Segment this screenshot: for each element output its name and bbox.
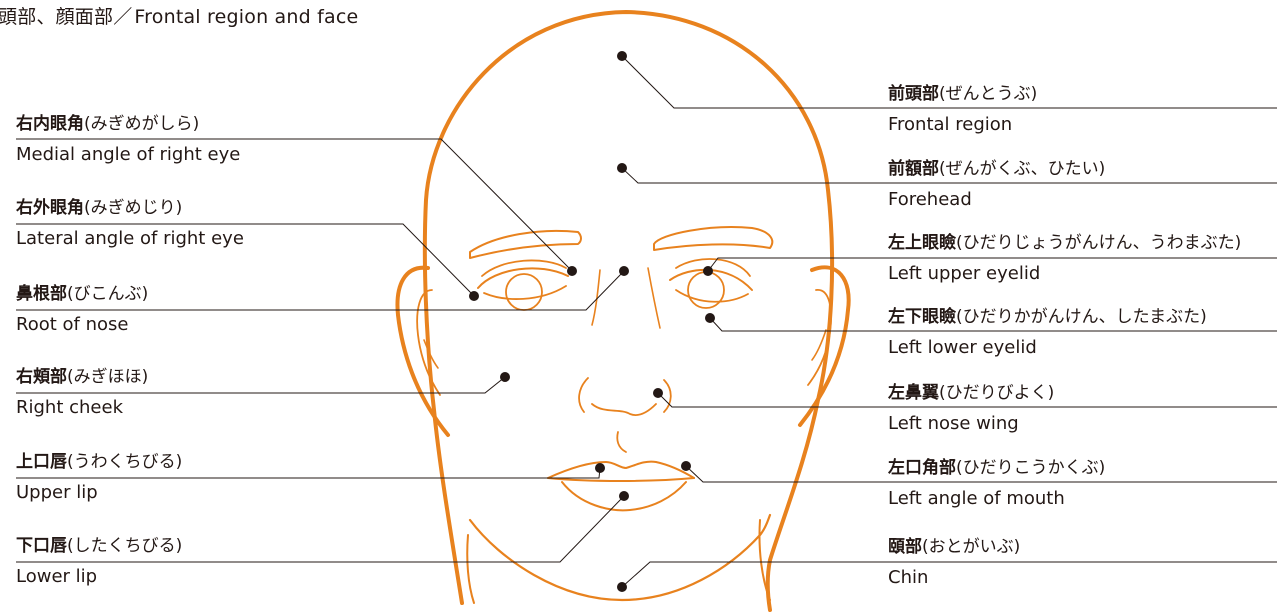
english: Root of nose — [16, 316, 148, 334]
label-forehead: 前額部(ぜんがくぶ、ひたい) Forehead — [888, 161, 1105, 209]
kanji: 右外眼角 — [16, 198, 84, 218]
nose-base — [592, 404, 656, 415]
nose-left-wing — [579, 378, 588, 412]
kana: (ぜんとうぶ) — [939, 84, 1037, 104]
label-left-lower-eyelid: 左下眼瞼(ひだりかがんけん、したまぶた) Left lower eyelid — [888, 309, 1207, 357]
label-right-cheek: 右頬部(みぎほほ) Right cheek — [16, 369, 148, 417]
label-nasal-root: 鼻根部(びこんぶ) Root of nose — [16, 286, 148, 334]
kanji: 右頬部 — [16, 367, 67, 387]
english: Left angle of mouth — [888, 490, 1105, 508]
kanji: 鼻根部 — [16, 284, 67, 304]
kana: (ひだりこうかくぶ) — [956, 458, 1105, 478]
left-eye-lower — [676, 290, 748, 302]
left-ear-outline — [800, 267, 849, 425]
point-left-nose-wing — [653, 388, 663, 398]
english: Frontal region — [888, 116, 1037, 134]
point-forehead — [617, 163, 627, 173]
label-upper-lip: 上口唇(うわくちびる) Upper lip — [16, 454, 182, 502]
label-right-medial-canthus: 右内眼角(みぎめがしら) Medial angle of right eye — [16, 116, 240, 164]
kanji: 下口唇 — [16, 536, 67, 556]
kana: (したくちびる) — [67, 536, 182, 556]
kana: (おとがいぶ) — [922, 537, 1020, 557]
kanji: 左鼻翼 — [888, 383, 939, 403]
nose-right-wing — [664, 380, 671, 412]
point-right-lateral-canthus — [469, 291, 479, 301]
point-lower-lip — [619, 491, 629, 501]
kana: (ぜんがくぶ、ひたい) — [939, 159, 1105, 179]
kanji: 左下眼瞼 — [888, 307, 956, 327]
label-left-mouth-angle: 左口角部(ひだりこうかくぶ) Left angle of mouth — [888, 460, 1105, 508]
face-drawing — [397, 12, 848, 610]
kana: (ひだりかがんけん、したまぶた) — [956, 307, 1207, 327]
point-left-upper-eyelid — [703, 266, 713, 276]
label-left-nose-wing: 左鼻翼(ひだりびよく) Left nose wing — [888, 385, 1054, 433]
point-nasal-root — [619, 266, 629, 276]
point-right-medial-canthus — [567, 266, 577, 276]
label-chin: 頤部(おとがいぶ) Chin — [888, 539, 1020, 587]
english: Left nose wing — [888, 415, 1054, 433]
philtrum — [617, 432, 626, 452]
label-left-upper-eyelid: 左上眼瞼(ひだりじょうがんけん、うわまぶた) Left upper eyelid — [888, 235, 1241, 283]
kana: (みぎほほ) — [67, 367, 148, 387]
kanji: 上口唇 — [16, 452, 67, 472]
english: Lower lip — [16, 568, 182, 586]
english: Lateral angle of right eye — [16, 230, 244, 248]
right-eye-upper — [478, 268, 568, 288]
kana: (みぎめじり) — [84, 198, 182, 218]
kanji: 右内眼角 — [16, 114, 84, 134]
left-iris — [688, 272, 724, 308]
kanji: 左口角部 — [888, 458, 956, 478]
english: Medial angle of right eye — [16, 146, 240, 164]
left-eyebrow — [654, 227, 772, 250]
kana: (ひだりじょうがんけん、うわまぶた) — [956, 233, 1241, 253]
right-eyebrow — [470, 231, 581, 258]
label-frontal-region: 前頭部(ぜんとうぶ) Frontal region — [888, 86, 1037, 134]
kanji: 左上眼瞼 — [888, 233, 956, 253]
point-left-lower-eyelid — [705, 313, 715, 323]
english: Forehead — [888, 191, 1105, 209]
label-right-lateral-canthus: 右外眼角(みぎめじり) Lateral angle of right eye — [16, 200, 244, 248]
kanji: 頤部 — [888, 537, 922, 557]
kana: (びこんぶ) — [67, 284, 148, 304]
right-eye-lower — [484, 286, 566, 299]
kanji: 前額部 — [888, 159, 939, 179]
neck-left — [467, 535, 474, 603]
english: Upper lip — [16, 484, 182, 502]
kana: (ひだりびよく) — [939, 383, 1054, 403]
point-upper-lip — [595, 463, 605, 473]
point-frontal-region — [617, 51, 627, 61]
nose-bridge-right — [648, 268, 660, 328]
point-chin — [617, 582, 627, 592]
right-iris — [506, 274, 542, 310]
anatomy-points — [469, 51, 715, 592]
head-outline — [425, 12, 832, 610]
english: Left lower eyelid — [888, 339, 1207, 357]
kana: (うわくちびる) — [67, 452, 182, 472]
upper-lip — [548, 462, 694, 478]
kana: (みぎめがしら) — [84, 114, 199, 134]
english: Right cheek — [16, 399, 148, 417]
right-ear-outline — [397, 268, 448, 435]
english: Left upper eyelid — [888, 265, 1241, 283]
point-left-mouth-angle — [681, 461, 691, 471]
point-right-cheek — [500, 372, 510, 382]
kanji: 前頭部 — [888, 84, 939, 104]
english: Chin — [888, 569, 1020, 587]
label-lower-lip: 下口唇(したくちびる) Lower lip — [16, 538, 182, 586]
